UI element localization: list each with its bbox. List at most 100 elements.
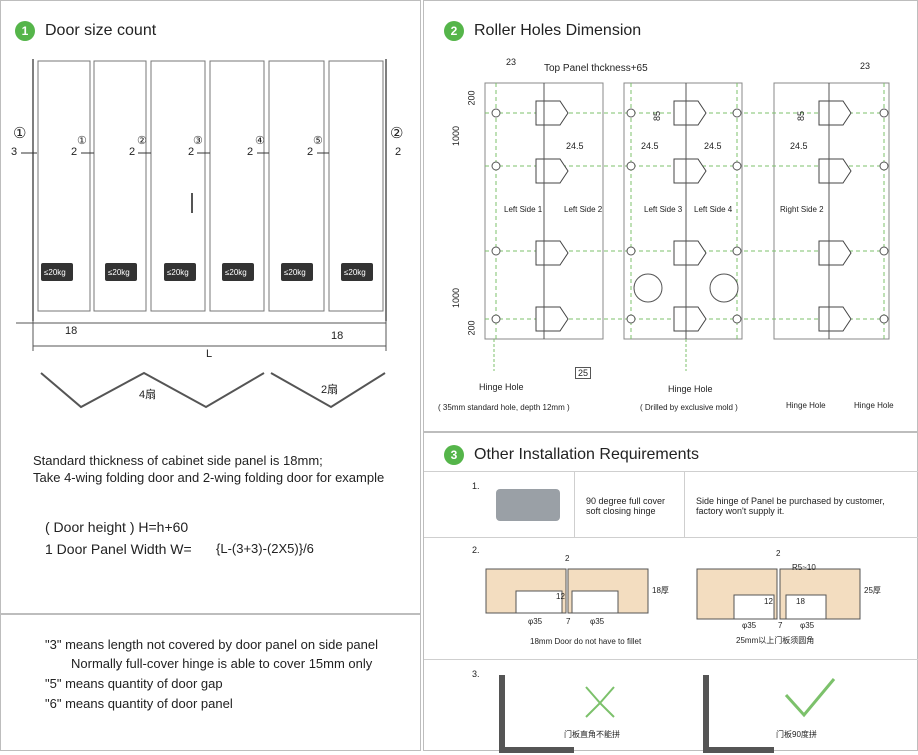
gap-label-e: 2 — [307, 146, 314, 158]
req-2-phi35-b: φ35 — [590, 617, 605, 626]
dim-L: L — [206, 348, 213, 360]
weight-label-3: ≤20kg — [167, 268, 189, 277]
dim-24-5-a: 24.5 — [566, 141, 584, 151]
side-label-right-2: Right Side 2 — [780, 205, 824, 214]
note-line-1: "3" means length not covered by door pan… — [45, 637, 379, 652]
formula-2-value: {L-(3+3)-(2X5)}/6 — [216, 541, 314, 556]
door-size-header: 1 Door size count — [15, 21, 156, 41]
side-label-2: Left Side 2 — [564, 205, 603, 214]
dim-18-right: 18 — [331, 330, 344, 342]
dim-18-left: 18 — [65, 325, 78, 337]
installation-panel: 3 Other Installation Requirements 1. 90 … — [423, 432, 918, 753]
req-2-diagram — [485, 568, 861, 620]
door-size-title: Door size count — [45, 22, 157, 39]
dim-1000-top: 1000 — [451, 125, 462, 147]
gap-label-f: 2 — [395, 146, 402, 158]
req-2-dim-7a: 7 — [566, 617, 571, 626]
gap-label-c: 2 — [188, 146, 195, 158]
dim-24-5-d: 24.5 — [790, 141, 808, 151]
roller-holes-title: Roller Holes Dimension — [474, 22, 642, 39]
section-number-3: 3 — [444, 445, 464, 465]
req-2-dim-18b: 18 — [796, 597, 805, 606]
req-2-dim-18: 18厚 — [652, 586, 669, 595]
req-1-col3: Side hinge of Panel be purchased by cust… — [696, 496, 885, 516]
side-label-1: Left Side 1 — [504, 205, 543, 214]
section-number-2: 2 — [444, 21, 464, 41]
weight-label-5: ≤20kg — [284, 268, 306, 277]
req-2-phi35-c: φ35 — [742, 621, 757, 630]
req-3-caption-right: 门板90度拼 — [776, 730, 817, 739]
roller-holes-panel: 2 Roller Holes Dimension — [423, 0, 918, 432]
circled-label-2: ② — [137, 135, 147, 147]
dim-1000-bottom: 1000 — [451, 287, 462, 309]
roller-holes-diagram — [484, 82, 890, 371]
req-2-caption-left: 18mm Door do not have to fillet — [530, 637, 642, 646]
weight-label-4: ≤20kg — [225, 268, 247, 277]
req-3-diagram — [499, 675, 836, 753]
circled-label-3: ③ — [193, 135, 203, 147]
req-1-number: 1. — [472, 481, 480, 491]
circled-label-right: ② — [390, 125, 404, 142]
door-size-panel: 1 Door size count — [0, 0, 421, 614]
req-2-dim-25: 25厚 — [864, 586, 881, 595]
req-2-phi35-d: φ35 — [800, 621, 815, 630]
notes-panel: "3" means length not covered by door pan… — [0, 614, 421, 751]
dim-24-5-b: 24.5 — [641, 141, 659, 151]
circled-label-left: ① — [13, 125, 27, 142]
fan-2-label: 2扇 — [321, 384, 339, 396]
req-2-dim-12a: 12 — [556, 592, 565, 601]
req-2-phi35-a: φ35 — [528, 617, 543, 626]
dim-23-left: 23 — [506, 57, 517, 67]
req-2-dim-12b: 12 — [764, 597, 773, 606]
hinge-hole-1: Hinge Hole — [479, 382, 524, 392]
installation-header: 3 Other Installation Requirements — [444, 445, 699, 465]
fan-4-label: 4扇 — [139, 389, 157, 401]
legend-hinge-hole-open: Hinge Hole — [786, 401, 826, 410]
req-2-dim-2a: 2 — [565, 554, 570, 563]
note-line-3: "5" means quantity of door gap — [45, 676, 223, 691]
gap-label-d: 2 — [247, 146, 254, 158]
hinge-hole-2: Hinge Hole — [668, 384, 713, 394]
top-panel-label: Top Panel thckness+65 — [544, 63, 648, 74]
req-2-radius: R5~10 — [792, 563, 816, 572]
req-3-caption-left: 门板直角不能拼 — [564, 730, 620, 739]
weight-label-6: ≤20kg — [344, 268, 366, 277]
circled-label-4: ④ — [255, 135, 265, 147]
hinge-hole-1-note: ( 35mm standard hole, depth 12mm ) — [438, 403, 570, 412]
dim-85-b: 85 — [796, 110, 807, 122]
req-3-number: 3. — [472, 669, 480, 679]
formula-1: ( Door height ) H=h+60 — [45, 519, 189, 535]
side-label-4: Left Side 4 — [694, 205, 733, 214]
gap-label-3: 3 — [11, 146, 18, 158]
section-number-1: 1 — [15, 21, 35, 41]
weight-label-2: ≤20kg — [108, 268, 130, 277]
req-2-dim-2b: 2 — [776, 549, 781, 558]
hinge-hole-2-note: ( Drilled by exclusive mold ) — [640, 403, 738, 412]
formula-2-prefix: 1 Door Panel Width W= — [45, 541, 192, 557]
dim-24-5-c: 24.5 — [704, 141, 722, 151]
circled-label-5: ⑤ — [313, 135, 323, 147]
roller-holes-header: 2 Roller Holes Dimension — [444, 21, 641, 41]
circled-label-1: ① — [77, 135, 87, 147]
desc-line-1: Standard thickness of cabinet side panel… — [33, 453, 323, 468]
door-size-diagram — [16, 59, 387, 409]
weight-label-1: ≤20kg — [44, 268, 66, 277]
installation-title: Other Installation Requirements — [474, 446, 699, 463]
note-line-4: "6" means quantity of door panel — [45, 696, 233, 711]
gap-label-a: 2 — [71, 146, 78, 158]
req-2-dim-7b: 7 — [778, 621, 783, 630]
req-1-col2: 90 degree full cover soft closing hinge — [586, 496, 666, 516]
req-2-caption-right: 25mm以上门板须圆角 — [736, 636, 815, 645]
side-label-3: Left Side 3 — [644, 205, 683, 214]
legend-hinge-hole-filled: Hinge Hole — [854, 401, 894, 410]
desc-line-2: Take 4-wing folding door and 2-wing fold… — [33, 470, 385, 485]
dim-25: 25 — [575, 367, 592, 379]
dim-85-a: 85 — [652, 110, 663, 122]
dim-200-bottom: 200 — [466, 320, 477, 336]
gap-label-b: 2 — [129, 146, 136, 158]
dim-200-top: 200 — [466, 90, 477, 106]
note-line-2: Normally full-cover hinge is able to cov… — [71, 656, 373, 671]
hinge-image — [496, 489, 560, 521]
dim-23-right: 23 — [860, 61, 871, 71]
req-2-number: 2. — [472, 545, 480, 555]
